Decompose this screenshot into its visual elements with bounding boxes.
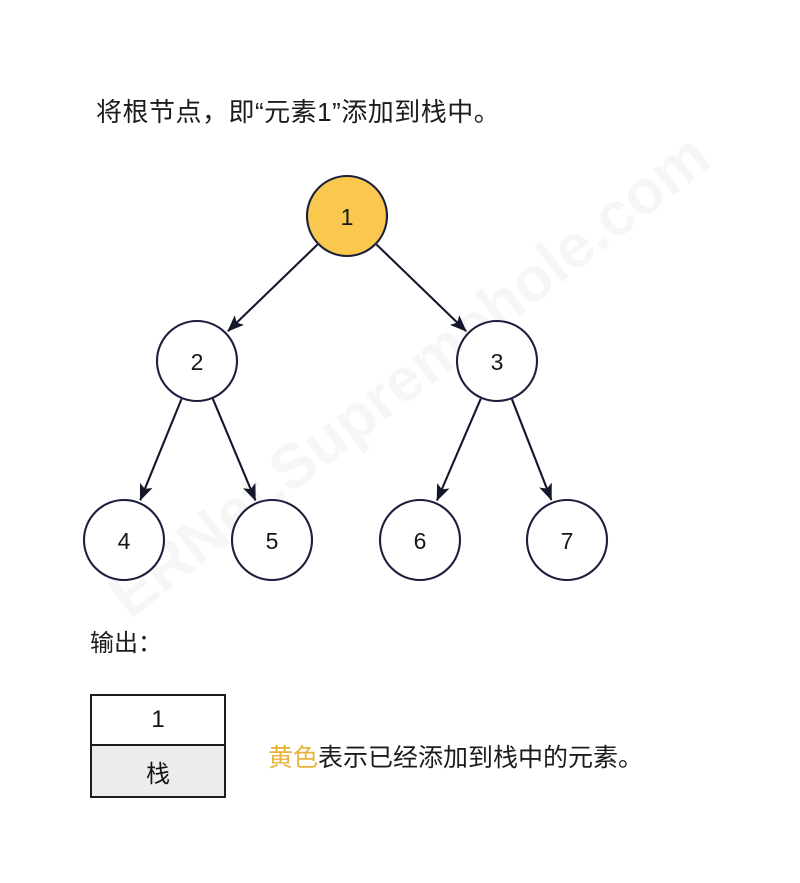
tree-edges (139, 243, 553, 502)
tree-edge (227, 243, 319, 332)
node-label: 6 (414, 528, 427, 554)
output-label: 输出： (90, 630, 162, 657)
legend-accent-text: 黄色 (268, 744, 319, 772)
legend: 黄色表示已经添加到栈中的元素。 (268, 740, 643, 776)
tree-node-2: 2 (155, 319, 239, 403)
node-circle (230, 498, 314, 582)
page-title: 将根节点，即“元素1”添加到栈中。 (96, 97, 501, 127)
stack-item: 1 (92, 696, 224, 746)
node-label: 3 (491, 349, 504, 375)
tree-edge (510, 398, 553, 501)
tree-edge (436, 398, 482, 502)
tree-edge (375, 243, 467, 332)
node-circle (305, 174, 389, 258)
node-circle (378, 498, 462, 582)
node-label: 5 (266, 528, 279, 554)
tree-nodes: 1 2 3 4 5 6 7 (82, 174, 609, 582)
node-circle (82, 498, 166, 582)
node-circle (525, 498, 609, 582)
tree-edge (139, 398, 183, 501)
tree-node-5: 5 (230, 498, 314, 582)
node-label: 1 (341, 204, 354, 230)
tree-node-1: 1 (305, 174, 389, 258)
tree-node-4: 4 (82, 498, 166, 582)
tree-node-6: 6 (378, 498, 462, 582)
tree-node-7: 7 (525, 498, 609, 582)
legend-rest-text: 表示已经添加到栈中的元素。 (318, 744, 644, 772)
tree-node-3: 3 (455, 319, 539, 403)
node-label: 4 (118, 528, 131, 554)
stack-footer-label: 栈 (92, 746, 224, 796)
node-circle (155, 319, 239, 403)
node-label: 7 (561, 528, 574, 554)
node-circle (455, 319, 539, 403)
node-label: 2 (191, 349, 204, 375)
tree-edge (211, 398, 257, 502)
